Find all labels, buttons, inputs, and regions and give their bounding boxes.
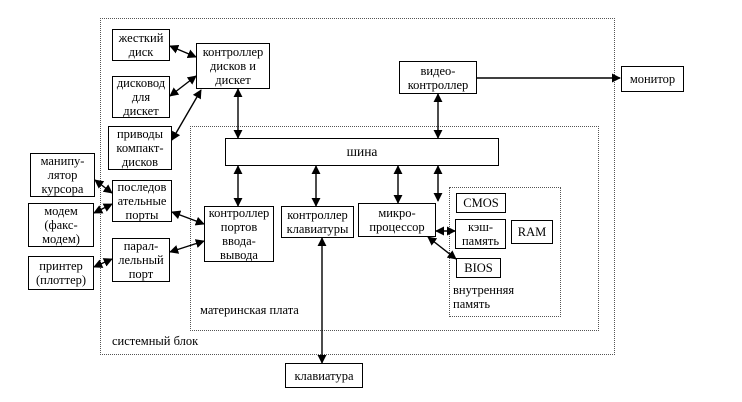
node-printer: принтер (плоттер) [28, 256, 94, 290]
node-ram: RAM [511, 220, 553, 244]
node-cpu: микро- процессор [358, 203, 436, 237]
system-block-label: системный блок [112, 334, 199, 348]
node-cursor-device: манипу- лятор курсора [30, 153, 95, 197]
internal-memory-label: внутренняя память [453, 283, 515, 312]
motherboard-group [190, 126, 599, 331]
node-keyboard: клавиатура [285, 363, 363, 388]
node-cd-drives: приводы компакт- дисков [108, 126, 172, 170]
node-bus: шина [225, 138, 499, 166]
node-io-controller: контроллер портов ввода- вывода [204, 206, 274, 262]
node-modem: модем (факс- модем) [28, 203, 94, 247]
node-video-controller: видео- контроллер [399, 61, 477, 94]
motherboard-label: материнская плата [200, 303, 299, 317]
node-disk-controller: контроллер дисков и дискет [196, 43, 270, 89]
node-keyboard-controller: контроллер клавиатуры [281, 206, 354, 238]
node-monitor: монитор [621, 66, 684, 92]
node-hard-disk: жесткий диск [112, 29, 170, 61]
node-floppy-drive: дисковод для дискет [112, 76, 170, 118]
node-bios: BIOS [456, 258, 501, 278]
node-parallel-port: парал- лельный порт [112, 238, 170, 282]
node-cache-memory: кэш- память [455, 219, 506, 249]
node-cmos: CMOS [456, 193, 506, 213]
node-serial-ports: последов ательные порты [112, 180, 172, 222]
